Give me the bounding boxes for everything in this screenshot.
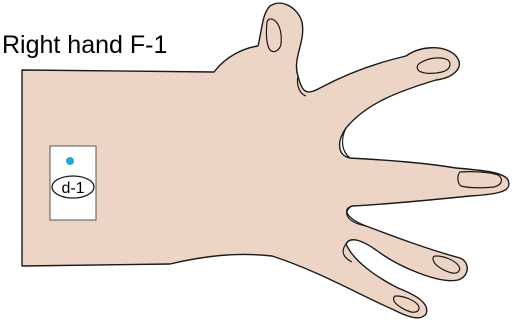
marker-label: d-1 bbox=[61, 180, 84, 197]
middle-nail-icon bbox=[458, 172, 502, 188]
marker-dot bbox=[66, 157, 74, 165]
finger-crease-2 bbox=[343, 128, 350, 158]
